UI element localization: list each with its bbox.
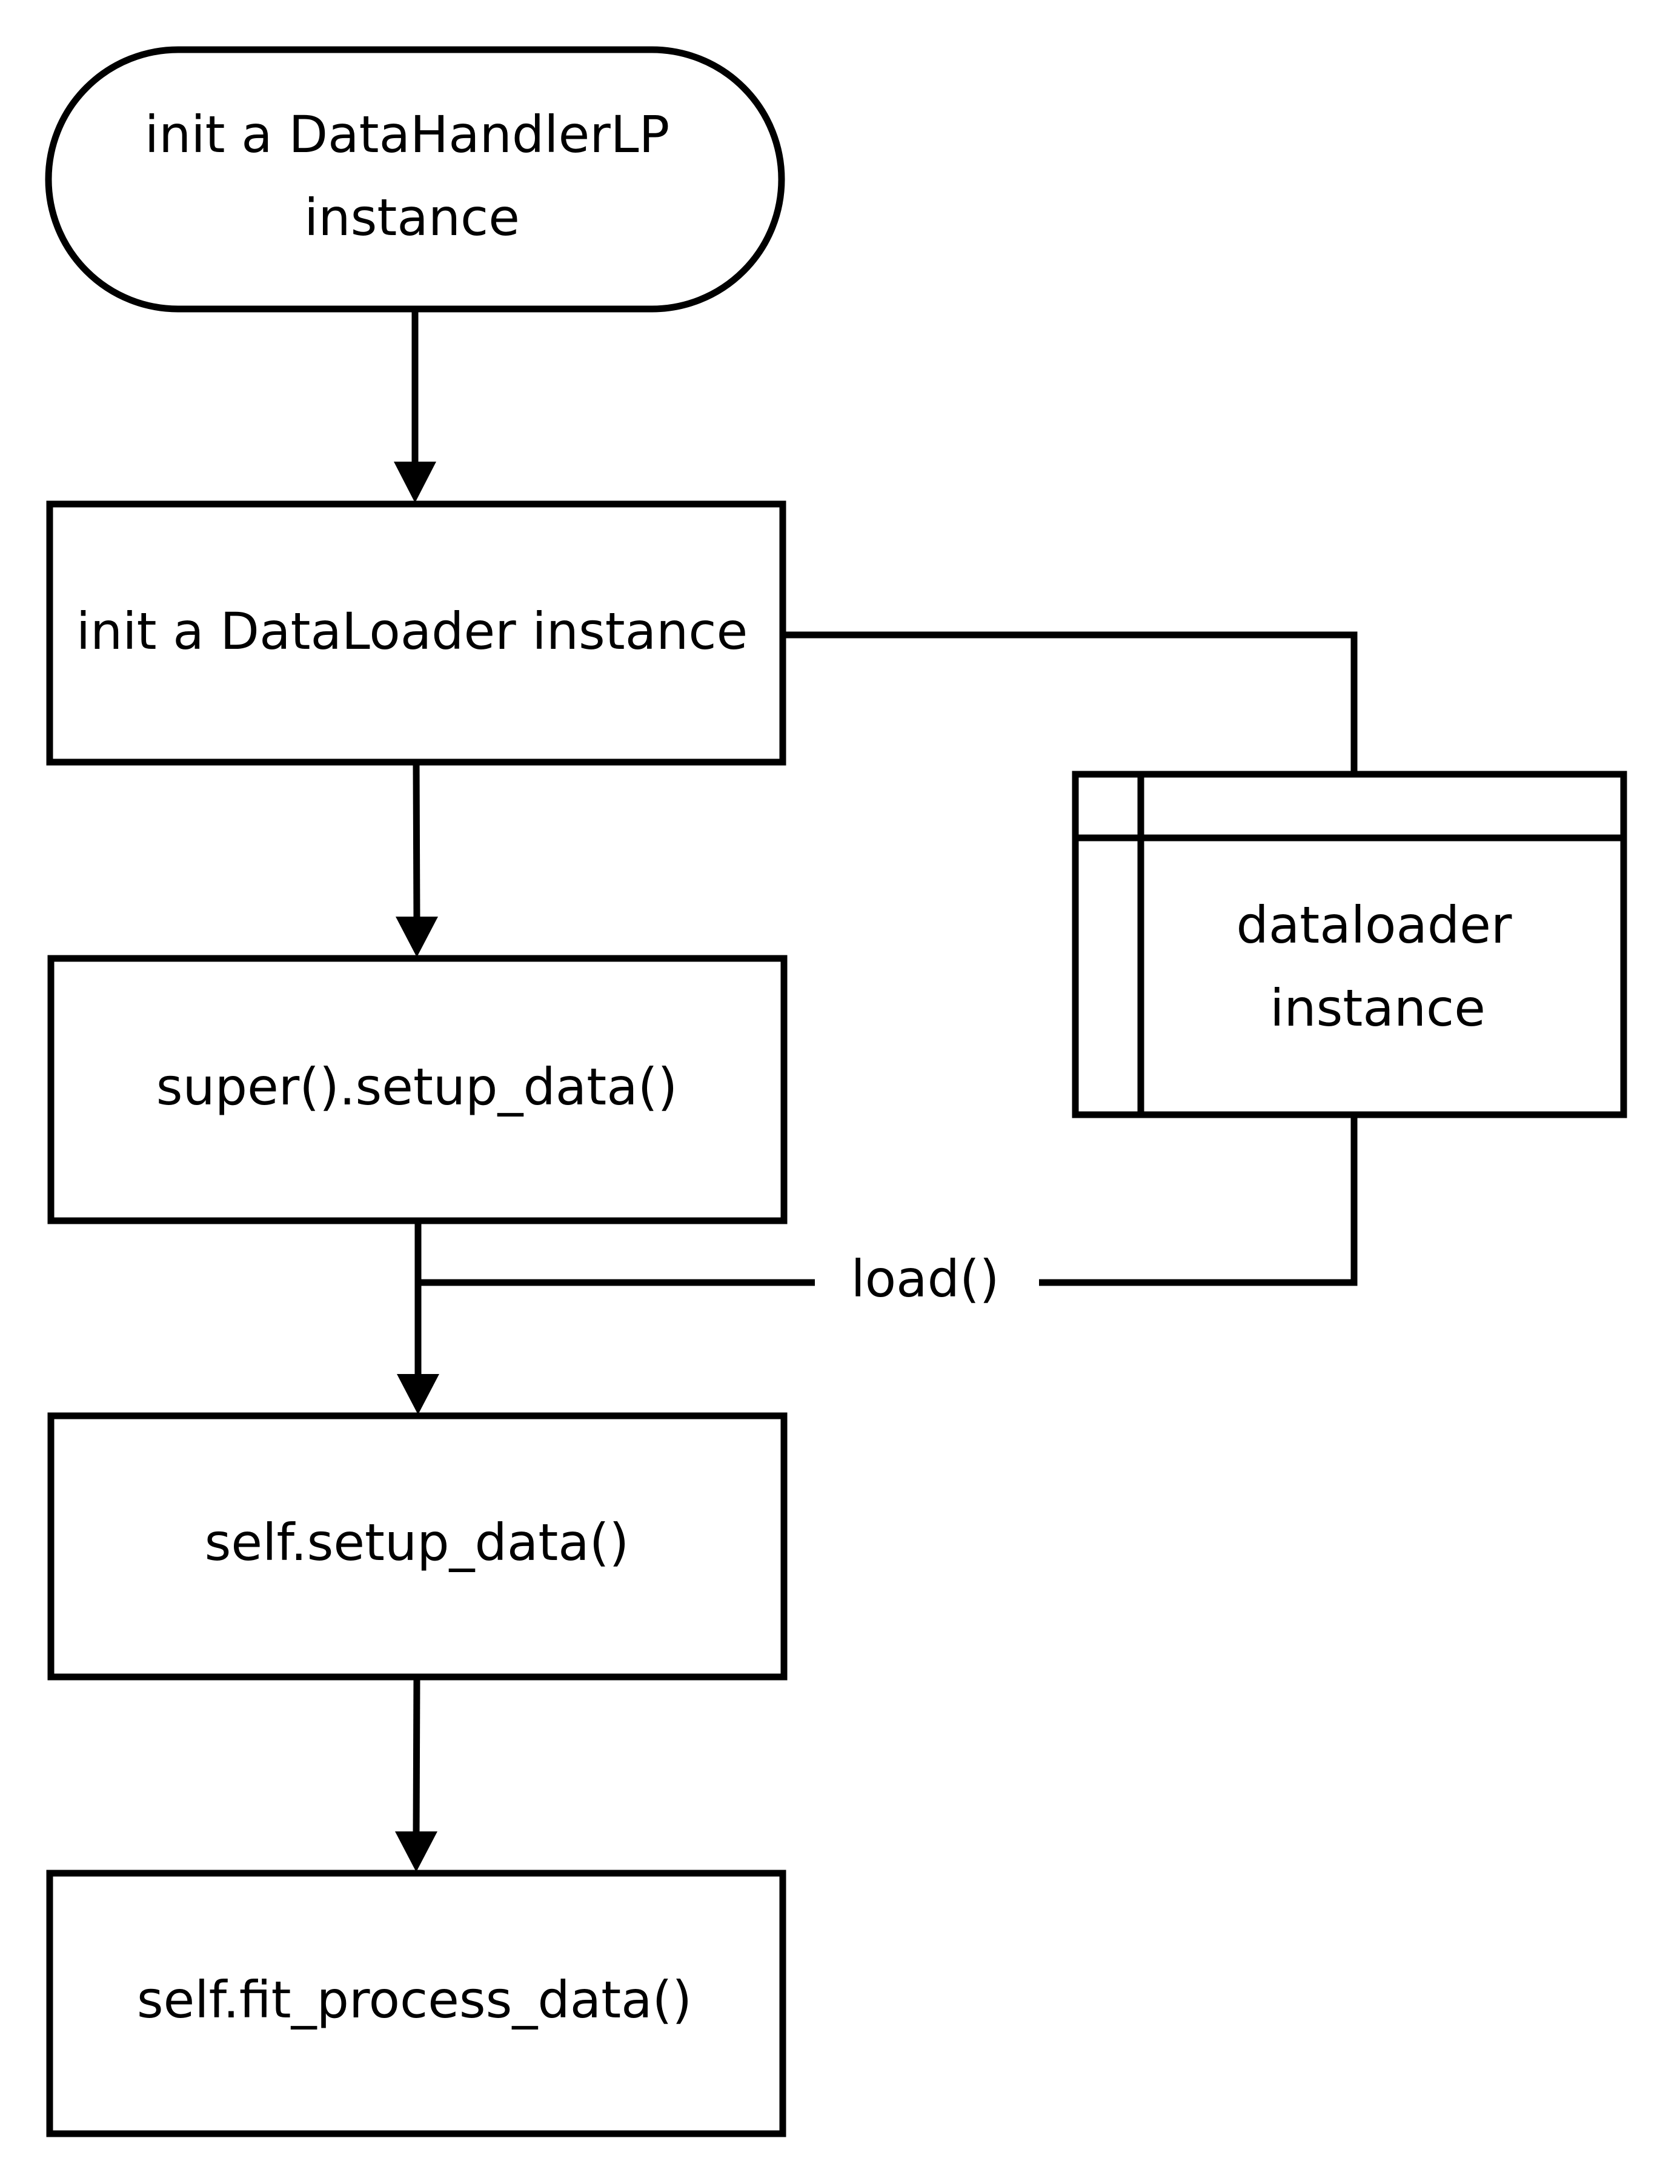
- load-edge-label: load(): [851, 1249, 999, 1309]
- process-fit-process-data-label: self.fit_process_data(): [137, 1970, 692, 2030]
- storage-dataloader-label-line1: dataloader: [1237, 895, 1512, 955]
- process-init-dataloader: [46, 500, 786, 766]
- arrowhead-self-to-fit: [395, 1831, 437, 1872]
- connector-dataloader-to-store: [783, 631, 1358, 774]
- process-super-setup-data: [47, 955, 788, 1224]
- arrow-loader-to-super: [413, 762, 420, 921]
- arrowhead-super-to-self: [397, 1374, 439, 1415]
- process-self-setup-data: [47, 1412, 788, 1681]
- start-terminal-label-line2: instance: [304, 188, 520, 247]
- process-init-dataloader-label: init a DataLoader instance: [76, 602, 748, 661]
- storage-dataloader-instance: [1072, 771, 1627, 1118]
- process-self-setup-data-label: self.setup_data(): [205, 1513, 629, 1572]
- storage-dataloader-label-line2: instance: [1270, 978, 1486, 1038]
- start-terminal: [45, 46, 785, 313]
- process-super-setup-data-label: super().setup_data(): [156, 1057, 677, 1117]
- process-fit-process-data: [46, 1870, 786, 2137]
- connector-store-to-load: [418, 1115, 1358, 1286]
- arrow-self-to-fit: [413, 1676, 420, 1836]
- arrowhead-start-to-loader: [394, 462, 436, 503]
- start-terminal-label-line1: init a DataHandlerLP: [145, 105, 670, 164]
- arrowhead-loader-to-super: [396, 917, 438, 957]
